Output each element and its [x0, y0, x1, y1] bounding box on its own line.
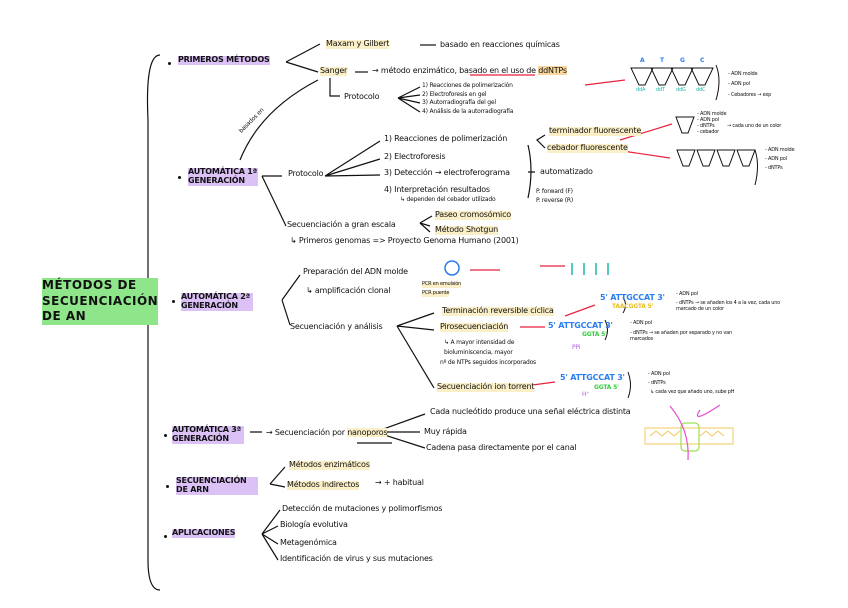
- ion-notes: - ADN pol: [648, 371, 670, 377]
- term-note: - ADN pol: [676, 291, 698, 297]
- sequence-complement: TAACGGTA 5': [612, 303, 654, 310]
- term-legend: - ADN molde: [697, 111, 727, 117]
- aplicacion-item: Metagenómica: [280, 538, 337, 547]
- ion-notes: - dNTPs: [648, 380, 666, 386]
- term-legend: - cebador: [697, 129, 719, 135]
- terminacion-reversible: Terminación reversible cíclica: [442, 306, 554, 316]
- habitual: → + habitual: [375, 478, 424, 487]
- ion-notes: ↳ cada vez que añado uno, sube pH: [650, 389, 735, 395]
- sanger-step: 2) Electroforesis en gel: [422, 91, 487, 98]
- metodos-enzimaticos: Métodos enzimáticos: [289, 460, 370, 470]
- auto1-step: 4) Interpretación resultados: [384, 185, 490, 194]
- sequence: 5' ATTGCCAT 3': [560, 373, 625, 382]
- aplicacion-item: Detección de mutaciones y polimorfismos: [282, 504, 443, 513]
- sanger-step: 4) Análisis de la autorradiografía: [422, 108, 514, 115]
- primer: P. forward (F): [536, 188, 573, 195]
- amplificacion-clonal: ↳ amplificación clonal: [306, 286, 391, 295]
- auto1-protocolo: Protocolo: [288, 169, 324, 178]
- term-note: - dNTPs → se añaden los 4 a la vez, cada…: [676, 300, 781, 312]
- secuenciacion-analisis: Secuenciación y análisis: [290, 322, 383, 331]
- h-ion: H⁺: [582, 391, 590, 398]
- pcr: PCR en emulsión: [422, 281, 462, 288]
- primeros-metodos-label: PRIMEROS MÉTODOS: [178, 55, 270, 65]
- automatizado: automatizado: [540, 167, 593, 176]
- gran-escala: Secuenciación a gran escala: [287, 220, 396, 229]
- tube-label: ddA: [636, 87, 646, 93]
- tube-letter: A: [640, 57, 645, 64]
- piro-notes: - dNTPs → se añaden por separado y no va…: [630, 330, 732, 342]
- pcr: PCR puente: [422, 290, 450, 297]
- aplicacion-item: Identificación de virus y sus mutaciones: [280, 554, 433, 563]
- sanger: Sanger: [320, 66, 348, 76]
- auto1-depend: ↳ dependen del cebador utilizado: [400, 196, 496, 203]
- piro-note: ↳ A mayor intensidad de: [444, 339, 515, 346]
- tube-label: ddT: [656, 87, 665, 93]
- nanoporos-text: → Secuenciación por nanoporos: [266, 428, 388, 437]
- paseo-cromosomico: Paseo cromosómico: [435, 210, 511, 220]
- nanoporo-item: Cada nucleótido produce una señal eléctr…: [430, 407, 631, 416]
- auto1-step: 3) Detección → electroferograma: [384, 168, 510, 177]
- sanger-step: 3) Autorradiografía del gel: [422, 99, 496, 106]
- tube-label: ddC: [696, 87, 706, 93]
- automatica-2-label: AUTOMÁTICA 2ª GENERACIÓN: [181, 292, 253, 311]
- tube-letter: T: [660, 57, 664, 64]
- ceb-legend: - dNTPs: [765, 165, 783, 171]
- preparacion-adn: Preparación del ADN molde: [303, 267, 408, 276]
- automatica-1-label: AUTOMÁTICA 1ª GENERACIÓN: [188, 167, 258, 186]
- sanger-protocolo: Protocolo: [344, 92, 380, 101]
- ppi: PPi: [572, 344, 581, 351]
- tube-letter: C: [700, 57, 705, 64]
- ceb-legend: - ADN molde: [765, 147, 795, 153]
- sequence-complement: GGTA 5': [582, 331, 607, 338]
- nanoporo-item: Cadena pasa directamente por el canal: [426, 443, 577, 452]
- aplicacion-item: Biología evolutiva: [280, 520, 348, 529]
- sanger-desc: → método enzimático, basado en el uso de…: [372, 66, 567, 75]
- metodo-shotgun: Método Shotgun: [435, 225, 498, 235]
- nanoporo-item: Muy rápida: [424, 427, 467, 436]
- metodos-indirectos: Métodos indirectos: [287, 480, 360, 490]
- auto1-step: 2) Electroforesis: [384, 152, 446, 161]
- secuenciacion-arn-label: SECUENCIACIÓN DE ARN: [176, 476, 258, 495]
- ion-torrent: Secuenciación ion torrent: [437, 382, 535, 392]
- pirosecuenciacion: Pirosecuenciación: [440, 322, 509, 332]
- ceb-legend: - ADN pol: [765, 156, 787, 162]
- sanger-protocolo-link: [329, 78, 340, 97]
- sanger-legend: - Cebadores → exp: [728, 92, 772, 98]
- piro-note: nº de NTPs seguidos incorporados: [440, 359, 536, 366]
- dna-coil: [444, 260, 460, 276]
- maxam-gilbert: Maxam y Gilbert: [326, 39, 390, 49]
- cebador-fluorescente: cebador fluorescente: [547, 143, 628, 153]
- term-legend: - ADN pol: [697, 117, 719, 123]
- nanopore-drawing: [644, 404, 734, 461]
- automatica-3-label: AUTOMÁTICA 3ª GENERACIÓN: [172, 425, 244, 444]
- sanger-step: 1) Reacciones de polimerización: [422, 82, 513, 89]
- piro-notes: - ADN pol: [630, 320, 652, 326]
- term-legend: - dNTPs: [697, 123, 715, 129]
- tube-letter: G: [680, 57, 685, 64]
- sanger-legend: - ADN molde: [728, 71, 758, 77]
- primeros-genomas: ↳ Primeros genomas => Proyecto Genoma Hu…: [290, 236, 519, 245]
- term-note: → cada uno de un color: [727, 123, 782, 129]
- tube-label: ddG: [676, 87, 686, 93]
- maxam-desc: basado en reacciones químicas: [440, 40, 560, 49]
- sequence-complement: GGTA 5': [594, 384, 619, 391]
- basados-arrow: [239, 79, 319, 161]
- sequence: 5' ATTGCCAT 3': [600, 293, 665, 302]
- auto1-step: 1) Reacciones de polimerización: [384, 134, 508, 143]
- aplicaciones-label: APLICACIONES: [172, 528, 236, 538]
- piro-note: bioluminiscencia, mayor: [444, 349, 513, 356]
- primeros-branch: [285, 43, 321, 73]
- sanger-legend: - ADN pol: [728, 81, 750, 87]
- sequence: 5' ATTGCCAT 3': [548, 321, 613, 330]
- terminador-fluorescente: terminador fluorescente: [549, 126, 642, 136]
- primer: P. reverse (R): [536, 197, 574, 204]
